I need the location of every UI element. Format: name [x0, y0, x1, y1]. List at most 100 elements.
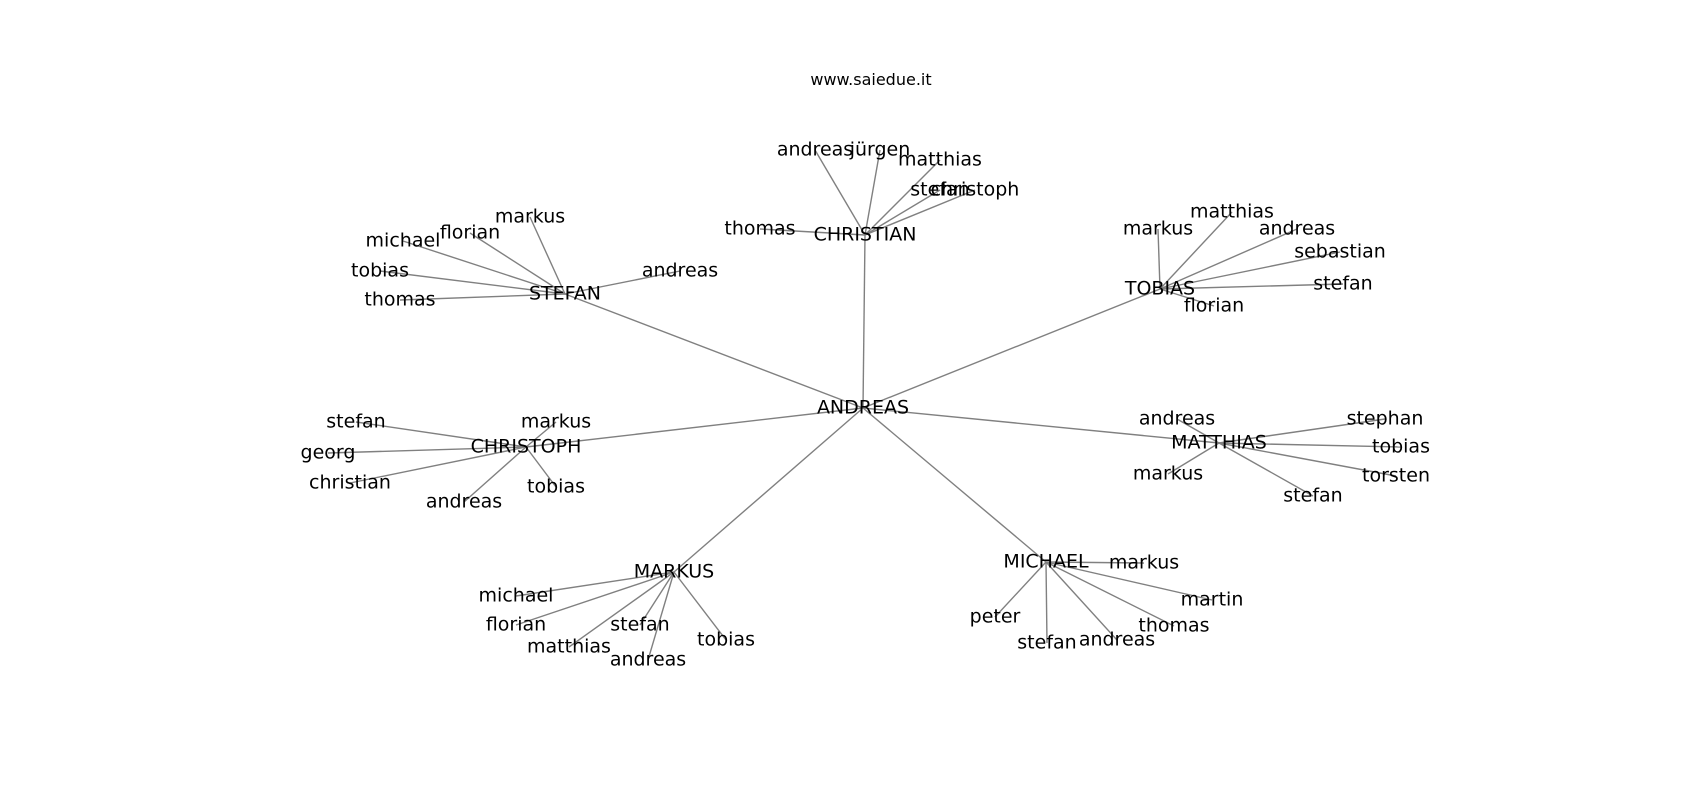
node-cluster-christian: CHRISTIAN — [814, 224, 917, 246]
edge-matthias-tobias — [1218, 442, 1402, 448]
edges — [327, 149, 1402, 661]
node-cluster-christoph: CHRISTOPH — [471, 436, 582, 458]
edge-markus-michael — [515, 571, 675, 597]
node-leaf: christoph — [931, 179, 1020, 201]
edge-christian-matthias — [864, 159, 941, 236]
node-leaf: stefan — [1283, 485, 1342, 507]
node-leaf: thomas — [364, 289, 435, 311]
edge-matthias-torsten — [1218, 442, 1397, 477]
edge-christian-andreas — [814, 149, 866, 236]
node-leaf: andreas — [1079, 629, 1155, 651]
node-leaf: stefan — [610, 614, 669, 636]
edge-center-stefan — [564, 293, 864, 409]
node-leaf: andreas — [1139, 408, 1215, 430]
edge-center-markus — [673, 407, 864, 573]
node-leaf: andreas — [610, 649, 686, 671]
edge-markus-matthias — [568, 571, 675, 648]
node-leaf: thomas — [724, 218, 795, 240]
edge-tobias-florian — [1159, 288, 1215, 307]
node-leaf: matthias — [527, 636, 611, 658]
node-cluster-markus: MARKUS — [634, 561, 715, 583]
edge-stefan-markus — [529, 216, 566, 295]
node-leaf: markus — [1133, 463, 1203, 485]
edge-stefan-michael — [402, 240, 566, 295]
edge-matthias-stefan — [1218, 442, 1314, 497]
node-leaf: tobias — [1372, 436, 1430, 458]
edge-michael-thomas — [1045, 561, 1175, 627]
node-leaf: andreas — [642, 260, 718, 282]
node-cluster-tobias: TOBIAS — [1124, 278, 1195, 300]
site-caption: www.saiedue.it — [810, 70, 932, 89]
edge-center-tobias — [862, 288, 1161, 409]
node-leaf: sebastian — [1294, 241, 1386, 263]
node-leaf: andreas — [426, 491, 502, 513]
node-leaf: stephan — [1347, 408, 1424, 430]
edge-stefan-thomas — [399, 293, 566, 301]
node-leaf: tobias — [351, 260, 409, 282]
node-leaf: markus — [1123, 218, 1193, 240]
node-center: ANDREAS — [817, 397, 909, 419]
edge-christoph-stefan — [355, 421, 527, 448]
node-cluster-stefan: STEFAN — [529, 283, 601, 305]
edge-matthias-andreas — [1176, 418, 1220, 444]
edge-michael-martin — [1045, 561, 1213, 601]
edge-christoph-christian — [349, 446, 527, 484]
edge-center-christian — [862, 234, 866, 409]
node-leaf: markus — [1109, 552, 1179, 574]
edge-christoph-tobias — [525, 446, 557, 488]
node-leaf: matthias — [1190, 201, 1274, 223]
node-leaf: michael — [479, 585, 554, 607]
edge-christoph-andreas — [463, 446, 527, 503]
edge-tobias-stefan — [1159, 283, 1344, 290]
edge-markus-andreas — [647, 571, 675, 661]
edge-markus-stefan — [639, 571, 675, 626]
node-leaf: georg — [301, 442, 356, 464]
edge-center-christoph — [525, 407, 864, 448]
edge-christian-thomas — [759, 228, 866, 236]
node-leaf: jürgen — [849, 139, 911, 161]
node-cluster-michael: MICHAEL — [1003, 551, 1089, 573]
edge-center-michael — [862, 407, 1047, 563]
node-leaf: tobias — [697, 629, 755, 651]
edge-michael-stefan — [1045, 561, 1048, 644]
edge-tobias-matthias — [1159, 211, 1233, 290]
edge-christoph-georg — [327, 446, 527, 454]
edge-tobias-sebastian — [1159, 251, 1341, 290]
edge-center-matthias — [862, 407, 1220, 444]
node-leaf: florian — [440, 222, 500, 244]
edge-michael-andreas — [1045, 561, 1118, 641]
node-leaf: christian — [309, 472, 391, 494]
node-leaf: stefan — [1313, 273, 1372, 295]
edge-tobias-markus — [1157, 228, 1161, 290]
edge-markus-florian — [515, 571, 675, 626]
edge-christian-christoph — [864, 189, 976, 236]
node-leaf: markus — [495, 206, 565, 228]
edge-stefan-tobias — [379, 270, 566, 295]
edge-christoph-markus — [525, 421, 557, 448]
edge-christian-jürgen — [864, 149, 881, 236]
node-leaf: stefan — [1017, 632, 1076, 654]
node-leaf: stefan — [326, 411, 385, 433]
node-leaf: tobias — [527, 476, 585, 498]
node-leaf: andreas — [777, 139, 853, 161]
node-leaf: martin — [1181, 589, 1244, 611]
edge-markus-tobias — [673, 571, 727, 641]
edge-matthias-stephan — [1218, 418, 1386, 444]
node-leaf: michael — [366, 230, 441, 252]
edge-stefan-florian — [469, 232, 566, 295]
node-leaf: florian — [1184, 295, 1244, 317]
node-cluster-matthias: MATTHIAS — [1171, 432, 1267, 454]
node-leaf: matthias — [898, 149, 982, 171]
node-leaf: peter — [970, 606, 1021, 628]
node-leaf: stefan — [910, 179, 969, 201]
edge-christian-stefan — [864, 189, 941, 236]
node-leaf: markus — [521, 411, 591, 433]
node-leaf: torsten — [1362, 465, 1430, 487]
node-leaf: thomas — [1138, 615, 1209, 637]
edge-stefan-andreas — [564, 270, 681, 295]
edge-tobias-andreas — [1159, 228, 1298, 290]
node-leaf: andreas — [1259, 218, 1335, 240]
node-leaf: florian — [486, 614, 546, 636]
